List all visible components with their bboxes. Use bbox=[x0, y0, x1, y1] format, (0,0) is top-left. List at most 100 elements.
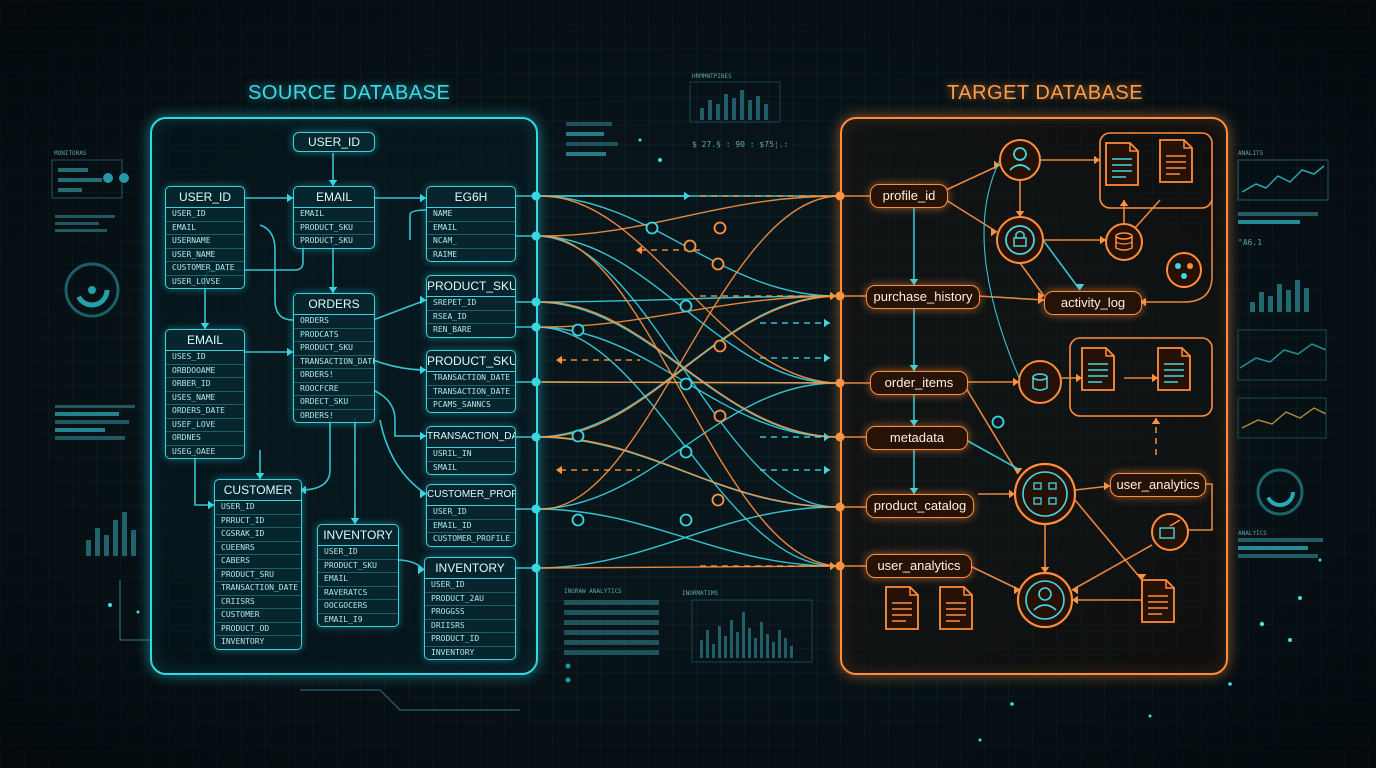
target-database-heading: TARGET DATABASE bbox=[947, 82, 1144, 104]
source-database-heading: SOURCE DATABASE bbox=[248, 82, 451, 104]
junction-node bbox=[645, 221, 659, 235]
network-icon[interactable] bbox=[1166, 252, 1202, 288]
flow-line bbox=[969, 565, 1021, 591]
right-side-decor bbox=[1237, 159, 1329, 558]
middle-top-label: HRMMNTPINES bbox=[692, 73, 732, 80]
junction-node bbox=[713, 339, 727, 353]
source-table-inventory-2[interactable]: INVENTORY USER_ID PRODUCT_2AU PROGGSS DR… bbox=[424, 557, 516, 660]
user-profile-icon[interactable] bbox=[1016, 571, 1074, 629]
table-row: PROGGSS bbox=[425, 606, 515, 620]
target-node-metadata[interactable]: metadata bbox=[866, 426, 968, 450]
document-icon[interactable] bbox=[1141, 579, 1175, 623]
table-row: ORDERS_DATE bbox=[166, 405, 244, 419]
table-row: PRODUCT_SKU bbox=[318, 560, 398, 573]
arrow-head bbox=[1140, 297, 1146, 307]
target-node-user-analytics-left[interactable]: user_analytics bbox=[866, 554, 972, 578]
document-icon[interactable] bbox=[1105, 142, 1139, 186]
arrow-head bbox=[994, 160, 1000, 170]
source-table-email-left[interactable]: EMAIL USES_ID ORBDOOAME ORBER_ID USES_NA… bbox=[165, 329, 245, 459]
arrow-head bbox=[991, 227, 997, 237]
table-row: RAIME bbox=[433, 249, 458, 259]
target-node-product-catalog[interactable]: product_catalog bbox=[866, 494, 974, 518]
target-node-profile-id[interactable]: profile_id bbox=[870, 184, 948, 208]
left-side-decor bbox=[51, 159, 520, 711]
source-table-orders[interactable]: ORDERS ORDERS PRODCATS PRODUCT_SKU TRANS… bbox=[293, 293, 375, 423]
source-table-email-top[interactable]: EMAIL EMAIL PRODUCT_SKU PRODUCT_SKU bbox=[293, 186, 375, 249]
arrow-head bbox=[684, 191, 690, 201]
document-icon[interactable] bbox=[939, 586, 973, 630]
table-row: EMAIL bbox=[166, 222, 244, 235]
database-icon[interactable] bbox=[1105, 223, 1143, 261]
flow-line bbox=[372, 389, 426, 437]
arrow-head bbox=[1015, 211, 1025, 217]
table-row: TRANSACTION_DATE bbox=[294, 356, 374, 369]
table-title: INVENTORY bbox=[425, 558, 515, 579]
arrow-head bbox=[909, 279, 919, 285]
arrow-head bbox=[1013, 377, 1019, 387]
document-icon[interactable] bbox=[1159, 139, 1193, 183]
source-table-customer-profile[interactable]: CUSTOMER_PROFILE USER_ID EMAIL_ID CUSTOM… bbox=[426, 484, 516, 547]
target-node-order-items[interactable]: order_items bbox=[870, 371, 968, 395]
table-row: ORDECT_SKU bbox=[294, 396, 374, 410]
table-row: CABERS bbox=[215, 555, 301, 569]
arrow-head bbox=[328, 180, 338, 186]
table-row: CUSTOMER_PROFILE bbox=[433, 534, 511, 543]
table-row: PRODCATS bbox=[294, 329, 374, 342]
target-node-activity-log[interactable]: activity_log bbox=[1044, 291, 1142, 315]
user-icon[interactable] bbox=[999, 139, 1041, 181]
source-table-transaction-date[interactable]: TRANSACTION_DATE USRIL_IN SMAIL bbox=[426, 426, 516, 475]
arrow-head bbox=[830, 561, 836, 571]
arrow-head bbox=[287, 347, 293, 357]
arrow-head bbox=[824, 465, 830, 475]
arrow-head bbox=[909, 420, 919, 426]
table-row: USERNAME bbox=[166, 235, 244, 249]
table-row: RSEA_ID bbox=[427, 311, 515, 324]
source-pill-user-id[interactable]: USER_ID bbox=[293, 132, 375, 152]
junction-node bbox=[679, 445, 693, 459]
table-row: USEG_OAEE bbox=[172, 446, 216, 456]
target-flow-line bbox=[541, 565, 841, 569]
junction-node bbox=[713, 221, 727, 235]
table-row: CUEENRS bbox=[215, 542, 301, 555]
table-row: ORBDOOAME bbox=[166, 365, 244, 378]
table-row: USES_NAME bbox=[166, 392, 244, 405]
junction-node bbox=[679, 513, 693, 527]
database-icon[interactable] bbox=[1018, 360, 1062, 404]
table-row: PRODUCT_SKU bbox=[294, 222, 374, 235]
table-row: INVENTORY bbox=[431, 647, 475, 657]
document-icon[interactable] bbox=[885, 586, 919, 630]
source-table-product-sku-2[interactable]: PRODUCT_SKU TRANSACTION_DATE TRANSACTION… bbox=[426, 350, 516, 413]
table-row: USER_ID bbox=[166, 208, 244, 222]
document-icon[interactable] bbox=[1157, 347, 1191, 391]
junction-node bbox=[711, 493, 725, 507]
table-title: CUSTOMER bbox=[215, 480, 301, 501]
table-row: INVENTORY bbox=[221, 637, 265, 646]
source-table-customer[interactable]: CUSTOMER USER_ID PRRUCT_ID CGSRAK_ID CUE… bbox=[214, 479, 302, 650]
source-table-user-id[interactable]: USER_ID USER_ID EMAIL USERNAME USER_NAME… bbox=[165, 186, 245, 289]
share-icon[interactable] bbox=[1151, 513, 1189, 551]
target-node-user-analytics-right[interactable]: user_analytics bbox=[1110, 473, 1206, 497]
flow-line bbox=[945, 164, 1001, 191]
table-row: NCAM_ bbox=[427, 235, 515, 249]
junction-node bbox=[991, 415, 1005, 429]
flow-line bbox=[1071, 544, 1153, 591]
arrow-head bbox=[1119, 200, 1129, 206]
source-table-inventory-1[interactable]: INVENTORY USER_ID PRODUCT_SKU EMAIL RAVE… bbox=[317, 524, 399, 627]
data-grid-icon[interactable] bbox=[1013, 462, 1077, 526]
arrow-head bbox=[556, 355, 562, 365]
document-icon[interactable] bbox=[1081, 347, 1115, 391]
table-title: EMAIL bbox=[166, 330, 244, 351]
table-row: PRODUCT_ID bbox=[425, 633, 515, 647]
table-row: SREPET_ID bbox=[427, 297, 515, 311]
flow-line bbox=[945, 199, 998, 233]
table-row: TRANSACTION_DATE bbox=[427, 372, 515, 386]
source-table-eg6h[interactable]: EG6H NAME EMAIL NCAM_ RAIME bbox=[426, 186, 516, 262]
table-row: DRIISRS bbox=[425, 620, 515, 633]
table-row: USER_ID bbox=[318, 546, 398, 560]
secure-user-icon[interactable] bbox=[996, 216, 1044, 264]
target-node-purchase-history[interactable]: purchase_history bbox=[866, 285, 980, 309]
table-row: OOCGOCERS bbox=[318, 600, 398, 614]
flow-line bbox=[965, 387, 1019, 475]
source-table-product-sku-1[interactable]: PRODUCT_SKU SREPET_ID RSEA_ID REN_BARE bbox=[426, 275, 516, 338]
